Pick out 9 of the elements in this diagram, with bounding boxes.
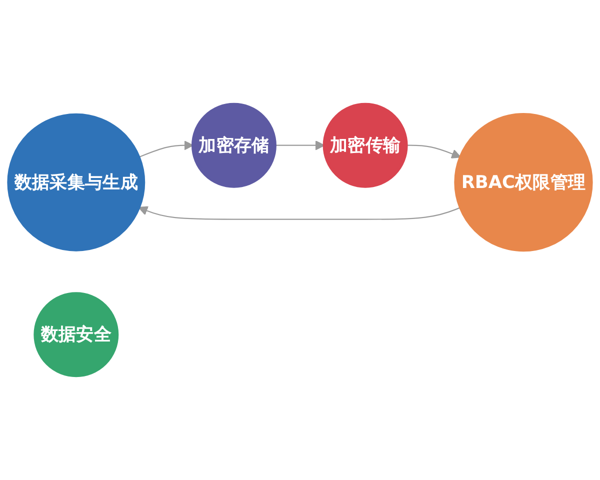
node-circle: 加密传输 [322,102,408,188]
node-circle: RBAC权限管理 [454,113,593,252]
arrow [406,144,462,158]
arrow [138,206,461,220]
node-circle: 数据采集与生成 [7,113,146,252]
arrow [138,140,194,158]
node-circle: 数据安全 [34,292,119,378]
arrow [274,140,325,150]
node-circle: 加密存储 [191,102,276,188]
